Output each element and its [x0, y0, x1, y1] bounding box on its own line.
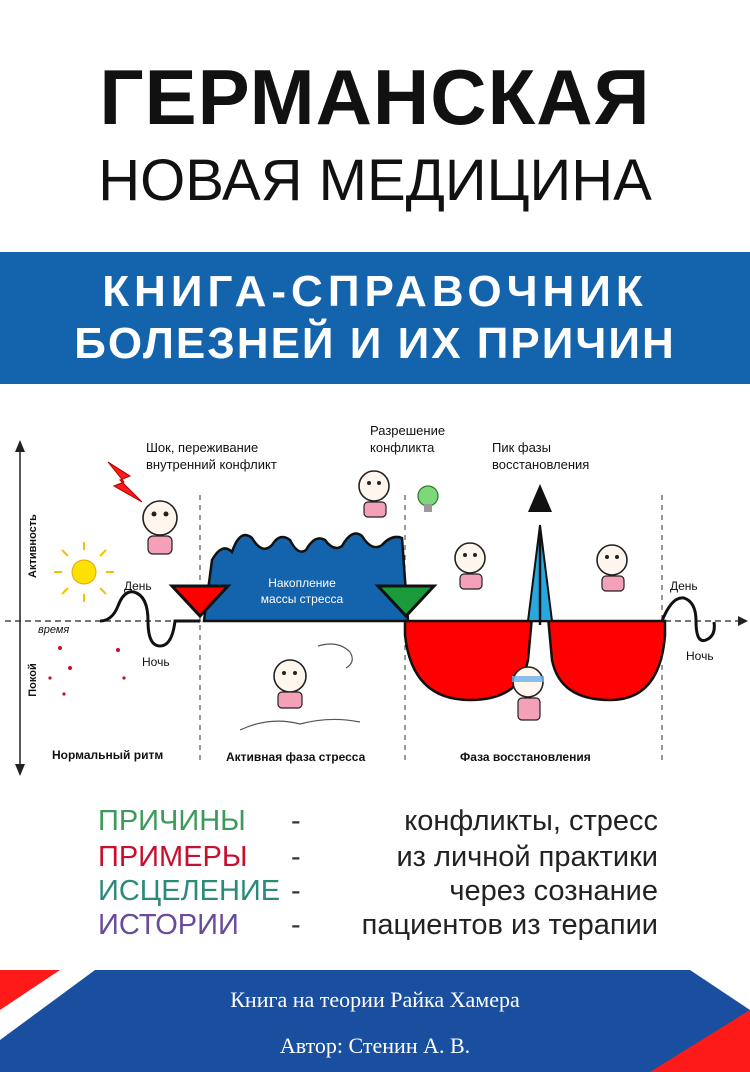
phase-active-label: Активная фаза стресса	[226, 750, 366, 764]
resolution-label-line1: Разрешение	[370, 423, 446, 438]
phase-recovery-label: Фаза восстановления	[460, 750, 591, 764]
list-item: ИСЦЕЛЕНИЕ - через сознание	[98, 874, 658, 908]
title-line1: ГЕРМАНСКАЯ	[99, 53, 651, 141]
lightbulb-icon	[417, 485, 439, 512]
axis-time-label: время	[38, 624, 70, 636]
day-label-right: День	[670, 579, 698, 593]
list-key: ИСТОРИИ	[98, 909, 239, 941]
stress-mass-label-line1: Накопление	[268, 576, 336, 590]
night-label-left: Ночь	[142, 655, 170, 669]
list-value: из личной практики	[396, 841, 658, 873]
stress-mass-label-line2: массы стресса	[260, 592, 344, 606]
day-label-left: День	[124, 579, 152, 593]
child-running-icon	[239, 643, 361, 731]
footer-tricolor	[0, 970, 750, 1072]
moon-icon	[48, 640, 126, 696]
subtitle-banner	[0, 252, 750, 384]
list-dash: -	[291, 805, 301, 837]
list-dash: -	[291, 909, 301, 941]
list-item: ПРИЧИНЫ - конфликты, стресс	[98, 804, 658, 838]
lightning-icon	[107, 461, 143, 503]
gnm-phase-diagram	[5, 440, 748, 776]
child-relieved-icon	[358, 470, 390, 518]
peak-label-line2: восстановления	[492, 457, 590, 472]
footer-line1: Книга на теории Райка Хамера	[230, 987, 520, 1012]
phase-normal-label: Нормальный ритм	[52, 748, 164, 762]
list-item: ПРИМЕРЫ - из личной практики	[98, 840, 658, 874]
night-label-right: Ночь	[686, 649, 714, 663]
list-item: ИСТОРИИ - пациентов из терапии	[98, 908, 658, 942]
list-value: через сознание	[449, 875, 658, 907]
list-key: ПРИЧИНЫ	[98, 805, 246, 837]
peak-label-line1: Пик фазы	[492, 440, 551, 455]
subtitle-line1: КНИГА-СПРАВОЧНИК	[102, 267, 648, 316]
axis-activity-label: Активность	[27, 514, 39, 578]
child-sad-icon	[596, 544, 628, 592]
list-value: пациентов из терапии	[361, 909, 658, 941]
child-bandaged-icon	[512, 666, 544, 721]
footer-line2: Автор: Стенин А. В.	[279, 1033, 471, 1058]
shock-label-line2: внутренний конфликт	[146, 457, 277, 472]
list-key: ИСЦЕЛЕНИЕ	[98, 875, 281, 907]
axis-rest-label: Покой	[27, 663, 39, 697]
list-dash: -	[291, 841, 301, 873]
sun-icon	[54, 542, 114, 602]
subtitle-line2: БОЛЕЗНЕЙ И ИХ ПРИЧИН	[74, 319, 676, 368]
shock-label-line1: Шок, переживание	[146, 440, 259, 455]
list-dash: -	[291, 875, 301, 907]
list-value: конфликты, стресс	[404, 805, 658, 837]
list-key: ПРИМЕРЫ	[98, 841, 248, 873]
child-shocked-icon	[142, 500, 178, 555]
resolution-label-line2: конфликта	[370, 440, 435, 455]
title-line2: НОВАЯ МЕДИЦИНА	[98, 148, 652, 213]
child-sad-icon	[454, 542, 486, 590]
